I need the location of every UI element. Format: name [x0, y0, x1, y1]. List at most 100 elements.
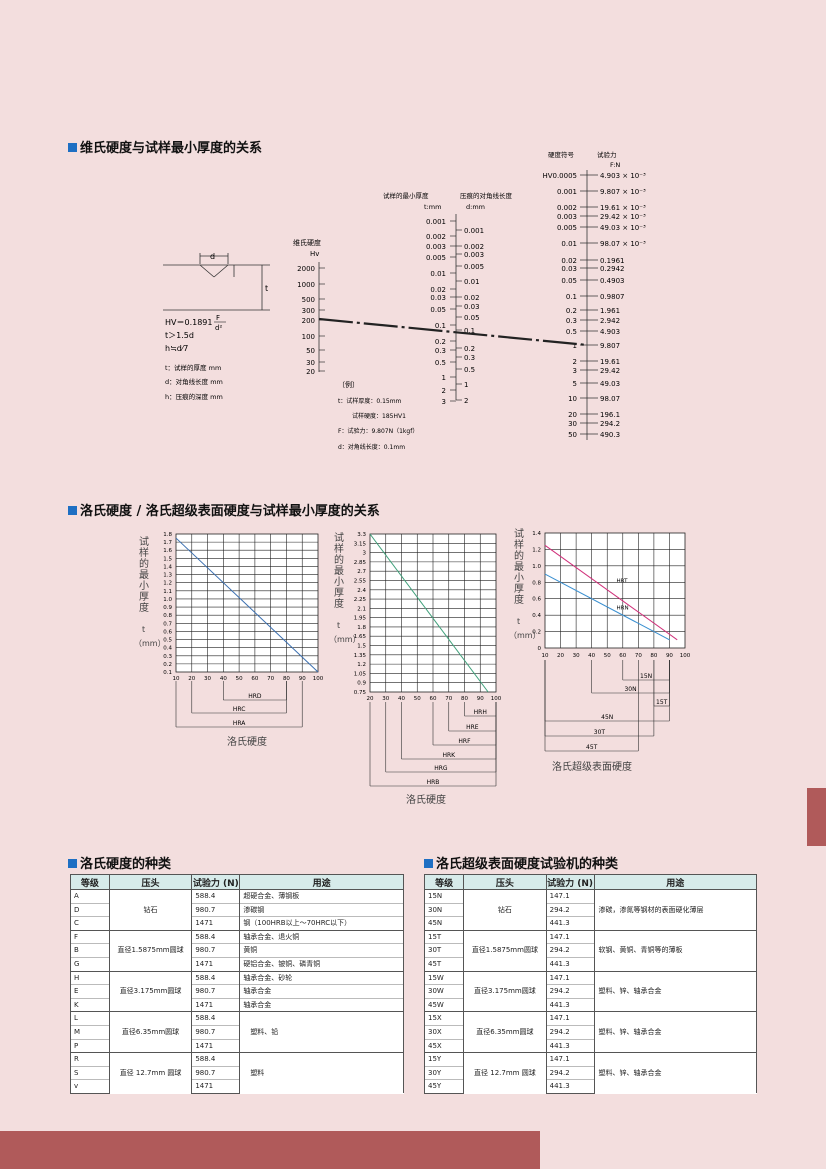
chart2-ytick: 1.5 — [357, 644, 366, 650]
d-tick-label: 0.5 — [464, 366, 475, 374]
chart2-ytick: 0.9 — [357, 681, 366, 687]
force-label: 29.42 — [600, 367, 620, 375]
force-label: 1.961 — [600, 307, 620, 315]
chart2-range-hrg-label: HRG — [434, 765, 448, 772]
d-tick-label: 0.003 — [464, 251, 484, 259]
example-hardness: 试样硬度：185HV1 — [352, 412, 406, 420]
chart2-xtick: 80 — [461, 696, 468, 702]
chart3-range-45n-label: 45N — [601, 714, 613, 721]
grade-cell: 30W — [423, 984, 465, 999]
hv-tick-label: 500 — [302, 296, 315, 304]
chart1-ytick: 0.5 — [163, 638, 172, 644]
force-label: 49.03 × 10⁻³ — [600, 224, 646, 232]
symbol-label: 0.1 — [566, 293, 577, 301]
chart2-ytick: 2.25 — [354, 597, 367, 603]
y-axis-label-char: 最 — [514, 561, 524, 573]
t-tick-label: 0.1 — [435, 322, 446, 330]
table-header: 等级 — [423, 874, 465, 890]
y-axis-t-label: t — [517, 617, 520, 626]
symbol-label: HV0.0005 — [542, 172, 577, 180]
grade-cell: B — [70, 943, 110, 958]
chart2-ytick: 1.95 — [354, 616, 367, 622]
force-cell: 980.7 — [191, 902, 241, 917]
force-cell: 588.4 — [191, 1052, 241, 1067]
force-cell: 980.7 — [191, 943, 241, 958]
superficial-types-title: 洛氏超级表面硬度试验机的种类 — [424, 853, 618, 872]
force-cell: 980.7 — [191, 1065, 241, 1080]
rockwell-types-title: 洛氏硬度的种类 — [68, 853, 171, 872]
chart1-line — [175, 537, 319, 673]
chart3-range-30t-label: 30T — [594, 729, 606, 736]
y-axis-label-char: 的 — [334, 553, 344, 566]
force-cell: 147.1 — [545, 889, 595, 904]
grade-cell: v — [70, 1079, 110, 1094]
y-axis-label-char: 的 — [514, 549, 524, 562]
table-header: 压头 — [463, 874, 547, 890]
force-cell: 441.3 — [545, 1079, 595, 1094]
force-cell: 147.1 — [545, 929, 595, 944]
force-label: 19.61 — [600, 358, 620, 366]
grade-cell: D — [70, 902, 110, 917]
chart2-line — [369, 533, 489, 693]
force-cell: 1471 — [191, 956, 241, 972]
use-cell: 渗碳钢 — [239, 902, 404, 917]
force-label: 196.1 — [600, 411, 620, 419]
indenter-cell: 直径3.175mm圆球 — [108, 970, 193, 1012]
force-label: 0.9807 — [600, 293, 625, 301]
chart1-ytick: 0.6 — [163, 629, 172, 635]
symbol-label: 3 — [573, 367, 577, 375]
chart2-ytick: 2.1 — [357, 606, 366, 612]
force-cell: 1471 — [191, 1079, 241, 1094]
table-header: 试验力 (N) — [191, 874, 241, 890]
force-cell: 441.3 — [545, 916, 595, 931]
force-label: 294.2 — [600, 420, 620, 428]
grade-cell: 30N — [423, 902, 465, 917]
grade-cell: G — [70, 956, 110, 972]
force-label: 98.07 × 10⁻³ — [600, 240, 646, 248]
y-axis-label-char: 度 — [514, 593, 524, 606]
force-label: 29.42 × 10⁻³ — [600, 213, 646, 221]
force-label: 0.2942 — [600, 265, 625, 273]
grade-cell: 45X — [423, 1038, 465, 1053]
chart1-xtick: 70 — [267, 676, 274, 682]
use-cell: 塑料、锌、轴承合金 — [593, 970, 758, 1012]
symbol-label: 1 — [573, 342, 577, 350]
d-tick-label: 0.03 — [464, 303, 480, 311]
grade-cell: 15N — [423, 889, 465, 904]
table-row: v 1471 — [70, 1079, 404, 1094]
hv-scale-unit: Hv — [310, 250, 319, 258]
d-tick-label: 0.005 — [464, 263, 484, 271]
chart2-xtick: 40 — [398, 696, 405, 702]
chart2-xtick: 100 — [491, 696, 502, 702]
chart3-ytick: 0.4 — [532, 613, 541, 619]
chart1-ytick: 1.6 — [163, 548, 172, 554]
t-tick-label: 0.05 — [430, 306, 446, 314]
force-cell: 294.2 — [545, 1024, 595, 1040]
vickers-nomogram: d t HV＝0.1891 F d² t＞1.5d h≒d⁄7 t：试样的厚度 … — [163, 150, 646, 451]
d-tick-label: 0.3 — [464, 354, 475, 362]
chart3-ytick: 0 — [538, 646, 542, 652]
hv-tick-label: 50 — [306, 347, 315, 355]
force-label: 0.1961 — [600, 257, 625, 265]
force-cell: 588.4 — [191, 1011, 241, 1026]
chart3-ytick: 1.0 — [532, 564, 541, 570]
chart1-ytick: 1.0 — [163, 597, 172, 603]
indenter-cell: 直径3.175mm圆球 — [463, 970, 547, 1012]
use-cell: 轴承合金 — [239, 997, 404, 1012]
chart3-xtick: 100 — [680, 653, 691, 659]
chart1-ytick: 1.5 — [163, 556, 172, 562]
example-t: t：试样厚度：0.15mm — [338, 397, 402, 405]
force-label: 19.61 × 10⁻³ — [600, 204, 646, 212]
force-cell: 588.4 — [191, 929, 241, 944]
d-tick-label: 0.1 — [464, 327, 475, 335]
symbol-label: 0.5 — [566, 328, 577, 336]
